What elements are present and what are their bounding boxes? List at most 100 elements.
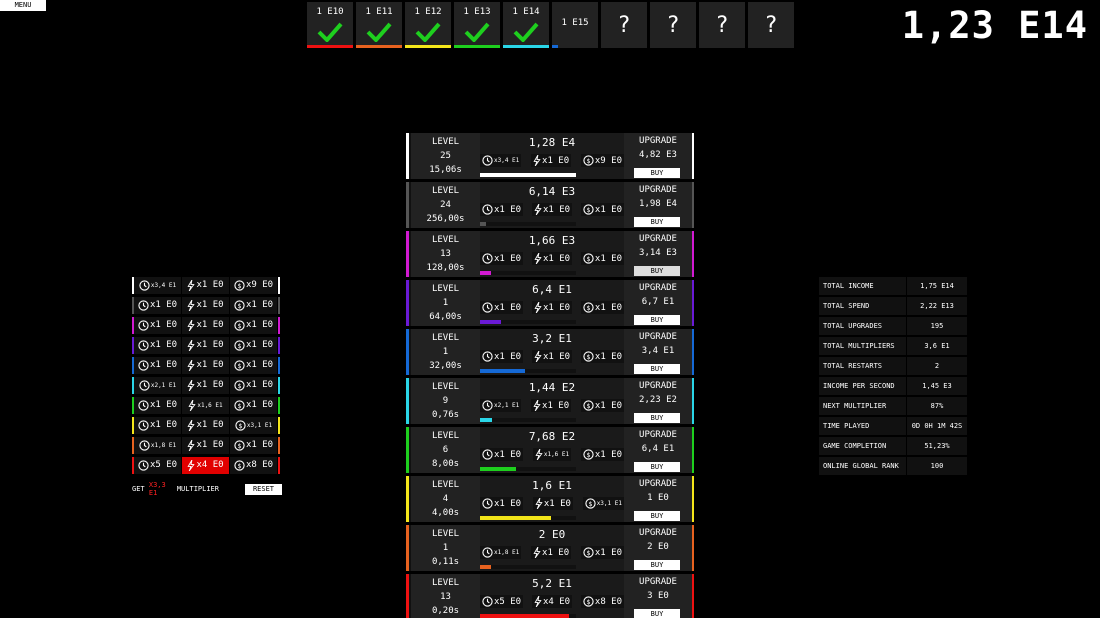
money-multiplier: $x3,1 E1 (230, 417, 277, 434)
clock-icon (139, 380, 150, 391)
cycle-time: 4,00s (431, 508, 460, 518)
milestone-0: 1 E10 (307, 2, 353, 48)
buy-button[interactable]: BUY (634, 511, 680, 521)
money-multiplier-value: x1 E0 (245, 440, 274, 450)
progress-track (480, 565, 576, 569)
upgrade-cost: 2 E0 (647, 542, 669, 552)
row-color-edge (278, 337, 280, 354)
clock-icon (482, 596, 493, 607)
power-multiplier: x1 E0 (182, 337, 229, 354)
money-multiplier: $x1 E0 (230, 437, 277, 454)
money-multiplier-value: x8 E0 (245, 460, 274, 470)
level-label: LEVEL (431, 284, 460, 294)
clock-icon (138, 320, 149, 331)
clock-icon (482, 155, 493, 166)
buy-button[interactable]: BUY (634, 413, 680, 423)
power-multiplier: x4 E0 (531, 595, 573, 608)
progress-track (480, 467, 576, 471)
money-multiplier: $x1 E0 (230, 397, 277, 414)
buy-button[interactable]: BUY (634, 315, 680, 325)
buy-button[interactable]: BUY (634, 609, 680, 618)
buy-button[interactable]: BUY (634, 266, 680, 276)
check-icon (415, 22, 441, 46)
svg-text:$: $ (237, 382, 241, 390)
time-multiplier: x5 E0 (134, 457, 181, 474)
money-multiplier-value: x1 E0 (594, 547, 622, 558)
coin-icon: $ (234, 300, 245, 311)
cycle-time: 8,00s (431, 459, 460, 469)
milestone-label: ? (715, 13, 729, 38)
row-color-edge (278, 377, 280, 394)
money-multiplier: $x1 E0 (580, 301, 624, 314)
lightning-icon (187, 280, 196, 291)
menu-button[interactable]: MENU (0, 0, 46, 11)
generator-upgrade: UPGRADE 2,23 E2 BUY (624, 378, 692, 424)
buy-button[interactable]: BUY (634, 560, 680, 570)
time-multiplier-value: x1 E0 (494, 253, 522, 264)
time-multiplier-value: x2,1 E1 (494, 402, 520, 409)
buy-button[interactable]: BUY (634, 462, 680, 472)
svg-text:$: $ (238, 422, 242, 430)
row-color-edge (278, 457, 280, 474)
svg-text:$: $ (586, 598, 590, 606)
buy-button[interactable]: BUY (634, 168, 680, 178)
time-multiplier: x3,4 E1 (134, 277, 181, 294)
upgrade-cost: 2,23 E2 (639, 395, 677, 405)
power-multiplier: x1 E0 (182, 357, 229, 374)
upgrade-label: UPGRADE (639, 381, 677, 391)
power-multiplier-value: x1,6 E1 (543, 451, 570, 458)
row-color-edge (278, 317, 280, 334)
generator-color-edge (406, 476, 409, 522)
stat-label: GAME COMPLETION (819, 437, 906, 455)
power-multiplier: x1 E0 (531, 301, 573, 314)
stat-label: INCOME PER SECOND (819, 377, 906, 395)
reset-button[interactable]: RESET (245, 483, 282, 495)
power-multiplier-value: x1 E0 (542, 400, 570, 411)
stat-label: TOTAL MULTIPLIERS (819, 337, 906, 355)
time-multiplier: x3,4 E1 (480, 154, 522, 167)
buy-button[interactable]: BUY (634, 217, 680, 227)
lightning-icon (187, 320, 196, 331)
output-value: 1,44 E2 (528, 381, 576, 394)
row-color-edge (132, 357, 134, 374)
power-multiplier-value: x1 E0 (542, 204, 571, 215)
row-color-edge (132, 437, 134, 454)
power-multiplier-value: x1 E0 (542, 351, 571, 362)
svg-text:$: $ (237, 362, 241, 370)
clock-icon (139, 440, 150, 451)
coin-icon: $ (585, 498, 596, 509)
time-multiplier: x1 E0 (134, 317, 181, 334)
row-color-edge (278, 277, 280, 294)
milestone-1: 1 E11 (356, 2, 402, 48)
svg-text:$: $ (586, 304, 590, 312)
power-multiplier-value: x1 E0 (542, 302, 571, 313)
output-value: 3,2 E1 (532, 332, 572, 345)
coin-icon: $ (583, 400, 594, 411)
generator-color-edge (406, 231, 409, 277)
money-multiplier-value: x8 E0 (594, 596, 622, 607)
money-multiplier: $x1 E0 (230, 377, 277, 394)
time-multiplier-value: x3,4 E1 (150, 282, 177, 289)
money-multiplier-value: x9 E0 (245, 280, 274, 290)
row-color-edge (132, 377, 134, 394)
power-multiplier-value: x4 E0 (542, 596, 571, 607)
progress-bar (480, 418, 492, 422)
milestone-bar-fill (454, 45, 500, 48)
time-multiplier: x1 E0 (480, 448, 524, 461)
buy-button[interactable]: BUY (634, 364, 680, 374)
lightning-icon (187, 440, 196, 451)
clock-icon (482, 400, 493, 411)
